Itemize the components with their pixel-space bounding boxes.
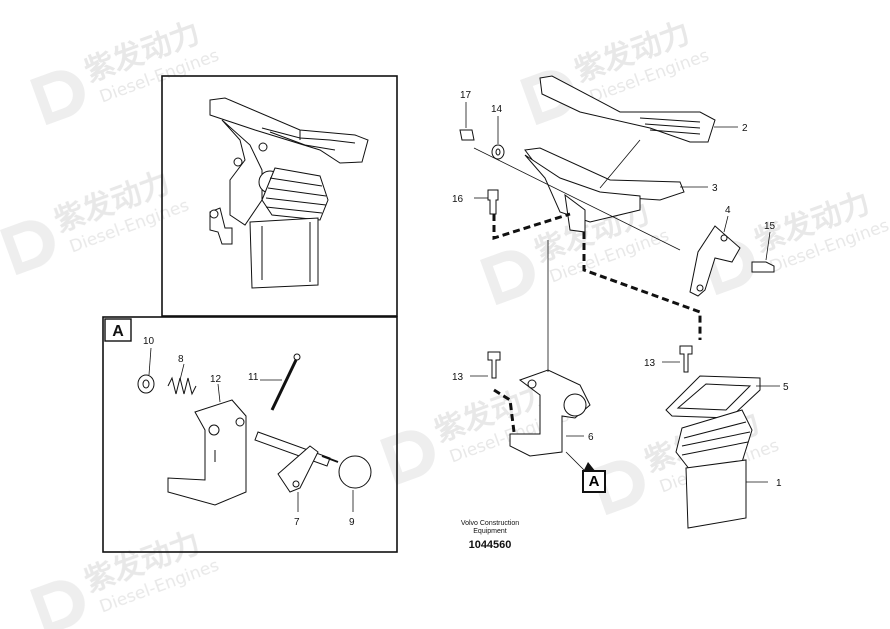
detail-arrow-icon bbox=[584, 462, 596, 472]
callout-15: 15 bbox=[764, 221, 776, 232]
callout-9: 9 bbox=[349, 517, 355, 528]
callout-7: 7 bbox=[294, 517, 300, 528]
callout-10: 10 bbox=[143, 336, 155, 347]
watermark-logo-icon bbox=[30, 580, 85, 629]
callout-12: 12 bbox=[210, 374, 222, 385]
callout-13-left: 13 bbox=[452, 372, 464, 383]
drawing-footer: Volvo Construction Equipment 1044560 bbox=[440, 520, 540, 551]
callout-5: 5 bbox=[783, 382, 789, 393]
callout-17: 17 bbox=[460, 90, 472, 101]
callout-8: 8 bbox=[178, 354, 184, 365]
dashed-connections bbox=[492, 212, 702, 433]
callout-13-right: 13 bbox=[644, 358, 656, 369]
callout-14: 14 bbox=[491, 104, 503, 115]
watermark-logo-icon bbox=[0, 220, 55, 276]
callout-3: 3 bbox=[712, 183, 718, 194]
overview-assembly bbox=[209, 97, 369, 289]
watermark-logo-icon bbox=[380, 430, 435, 486]
detail-a-marker: A bbox=[582, 470, 606, 493]
footer-part-number: 1044560 bbox=[468, 539, 512, 551]
callout-16: 16 bbox=[452, 194, 464, 205]
callout-1: 1 bbox=[776, 478, 782, 489]
detail-a-tag bbox=[104, 318, 132, 342]
detail-a-parts bbox=[137, 353, 372, 506]
callout-4: 4 bbox=[725, 205, 731, 216]
footer-brand: Volvo Construction Equipment bbox=[460, 520, 520, 535]
overview-inset-frame bbox=[161, 75, 398, 317]
watermark-logo-icon bbox=[30, 70, 85, 126]
watermark-logo-icon bbox=[480, 250, 535, 306]
detail-a-tag-label: A bbox=[112, 323, 124, 340]
callout-6: 6 bbox=[588, 432, 594, 443]
detail-a-frame bbox=[102, 316, 398, 553]
callout-labels: 1 2 3 4 5 6 7 8 9 10 11 12 13 13 14 15 1… bbox=[143, 90, 789, 528]
main-assembly bbox=[459, 75, 775, 529]
callout-11: 11 bbox=[248, 372, 259, 383]
callout-2: 2 bbox=[742, 123, 748, 134]
